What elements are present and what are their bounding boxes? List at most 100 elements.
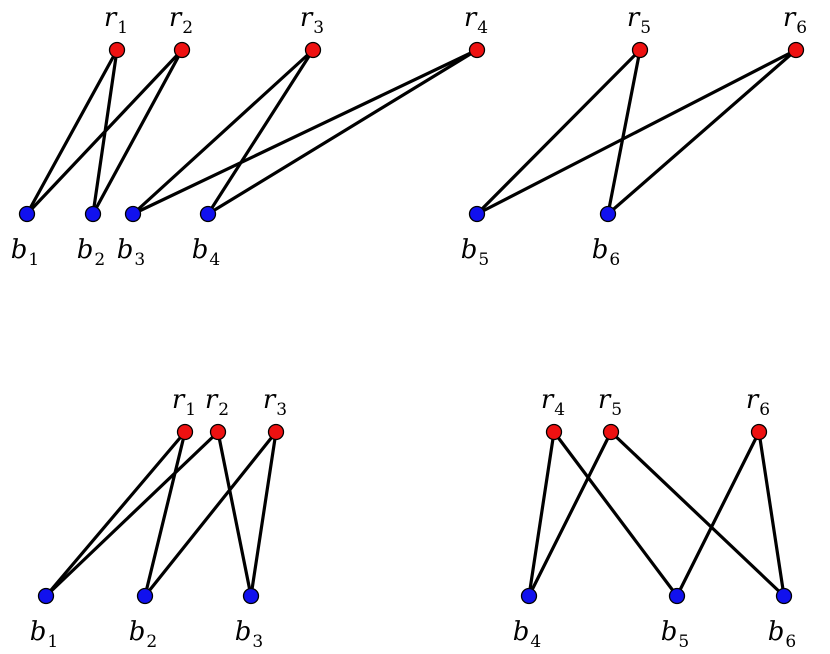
node-r3 — [304, 41, 322, 59]
node-label-index: 5 — [678, 632, 690, 652]
node-label-letter: b — [767, 617, 785, 647]
node-label-letter: b — [191, 235, 209, 265]
node-label-index: 2 — [146, 632, 158, 652]
node-label-letter: r — [540, 385, 554, 415]
node-label-letter: b — [460, 235, 478, 265]
node-label-b2: b2 — [128, 617, 157, 651]
node-label-letter: b — [116, 235, 134, 265]
node-b2 — [136, 587, 154, 605]
node-label-letter: b — [128, 617, 146, 647]
node-b6 — [599, 205, 617, 223]
edge-r3-b4 — [206, 48, 315, 216]
node-label-letter: r — [171, 385, 185, 415]
edge-r2-b1 — [25, 48, 184, 216]
node-label-index: 5 — [611, 400, 623, 420]
top-left-graph — [18, 41, 486, 223]
node-r6 — [787, 41, 805, 59]
node-b1 — [18, 205, 36, 223]
node-label-index: 6 — [796, 18, 808, 38]
edge-r5-b5 — [475, 48, 642, 216]
node-b4 — [520, 587, 538, 605]
node-label-r1: r1 — [103, 3, 128, 37]
node-label-index: 4 — [209, 250, 221, 270]
node-label-b5: b5 — [660, 617, 689, 651]
bottom-left-graph — [37, 423, 285, 605]
node-label-letter: r — [626, 3, 640, 33]
node-label-letter: b — [660, 617, 678, 647]
node-label-r6: r6 — [745, 385, 770, 419]
edge-r6-b5 — [675, 430, 761, 598]
node-b2 — [84, 205, 102, 223]
node-label-b6: b6 — [591, 235, 620, 269]
node-label-letter: b — [512, 617, 530, 647]
node-b5 — [468, 205, 486, 223]
node-label-b3: b3 — [235, 619, 263, 651]
node-label-b1: b1 — [30, 619, 58, 651]
edge-r1-b1 — [44, 430, 187, 598]
node-label-index: 3 — [276, 400, 288, 420]
node-b5 — [668, 587, 686, 605]
node-label-index: 4 — [477, 18, 489, 38]
node-label-index: 3 — [252, 632, 264, 652]
edge-r6-b6 — [757, 430, 786, 598]
node-label-index: 5 — [478, 250, 490, 270]
top-right-graph — [468, 41, 805, 223]
edge-r2-b2 — [91, 48, 184, 216]
edge-r4-b4 — [206, 48, 479, 216]
node-label-letter: r — [597, 385, 611, 415]
node-r2 — [173, 41, 191, 59]
node-label-b6: b6 — [767, 617, 796, 651]
edge-r5-b6 — [606, 48, 642, 216]
edge-r4-b5 — [552, 430, 679, 598]
node-r3 — [267, 423, 285, 441]
node-label-r2: r2 — [204, 385, 229, 419]
node-label-index: 5 — [640, 18, 652, 38]
node-b4 — [199, 205, 217, 223]
node-label-r6: r6 — [782, 3, 807, 37]
node-label-index: 3 — [134, 250, 146, 270]
edge-r3-b3 — [249, 430, 278, 598]
node-label-index: 4 — [554, 400, 566, 420]
edge-r4-b3 — [131, 48, 479, 216]
node-r4 — [545, 423, 563, 441]
node-label-letter: r — [204, 385, 218, 415]
node-label-index: 2 — [218, 400, 230, 420]
edge-r6-b5 — [475, 48, 798, 216]
node-label-b4: b4 — [191, 235, 220, 269]
node-label-letter: b — [591, 235, 609, 265]
node-b3 — [242, 587, 260, 605]
node-r4 — [468, 41, 486, 59]
node-label-r2: r2 — [169, 5, 193, 37]
node-label-r1: r1 — [171, 385, 196, 419]
edge-r6-b6 — [606, 48, 798, 216]
node-label-letter: b — [10, 235, 28, 265]
node-label-r5: r5 — [597, 385, 622, 419]
node-label-index: 1 — [117, 18, 129, 38]
node-label-letter: r — [782, 3, 796, 33]
node-label-b2: b2 — [77, 237, 105, 269]
node-label-r4: r4 — [463, 3, 488, 37]
node-label-letter: r — [745, 385, 759, 415]
edge-r3-b3 — [131, 48, 315, 216]
edge-r3-b2 — [143, 430, 278, 598]
node-label-r5: r5 — [626, 3, 651, 37]
node-r6 — [750, 423, 768, 441]
node-label-index: 1 — [185, 400, 197, 420]
node-r5 — [602, 423, 620, 441]
node-label-b3: b3 — [116, 235, 145, 269]
node-r1 — [176, 423, 194, 441]
node-label-index: 6 — [785, 632, 797, 652]
node-label-letter: r — [103, 3, 117, 33]
node-label-index: 6 — [609, 250, 621, 270]
node-label-index: 2 — [94, 250, 106, 270]
edge-r5-b4 — [527, 430, 613, 598]
node-label-index: 3 — [313, 18, 325, 38]
node-label-b1: b1 — [10, 235, 39, 269]
node-label-index: 2 — [182, 18, 194, 38]
node-label-letter: r — [299, 3, 313, 33]
edge-r4-b4 — [527, 430, 556, 598]
node-b1 — [37, 587, 55, 605]
node-label-letter: r — [463, 3, 477, 33]
node-label-index: 6 — [759, 400, 771, 420]
